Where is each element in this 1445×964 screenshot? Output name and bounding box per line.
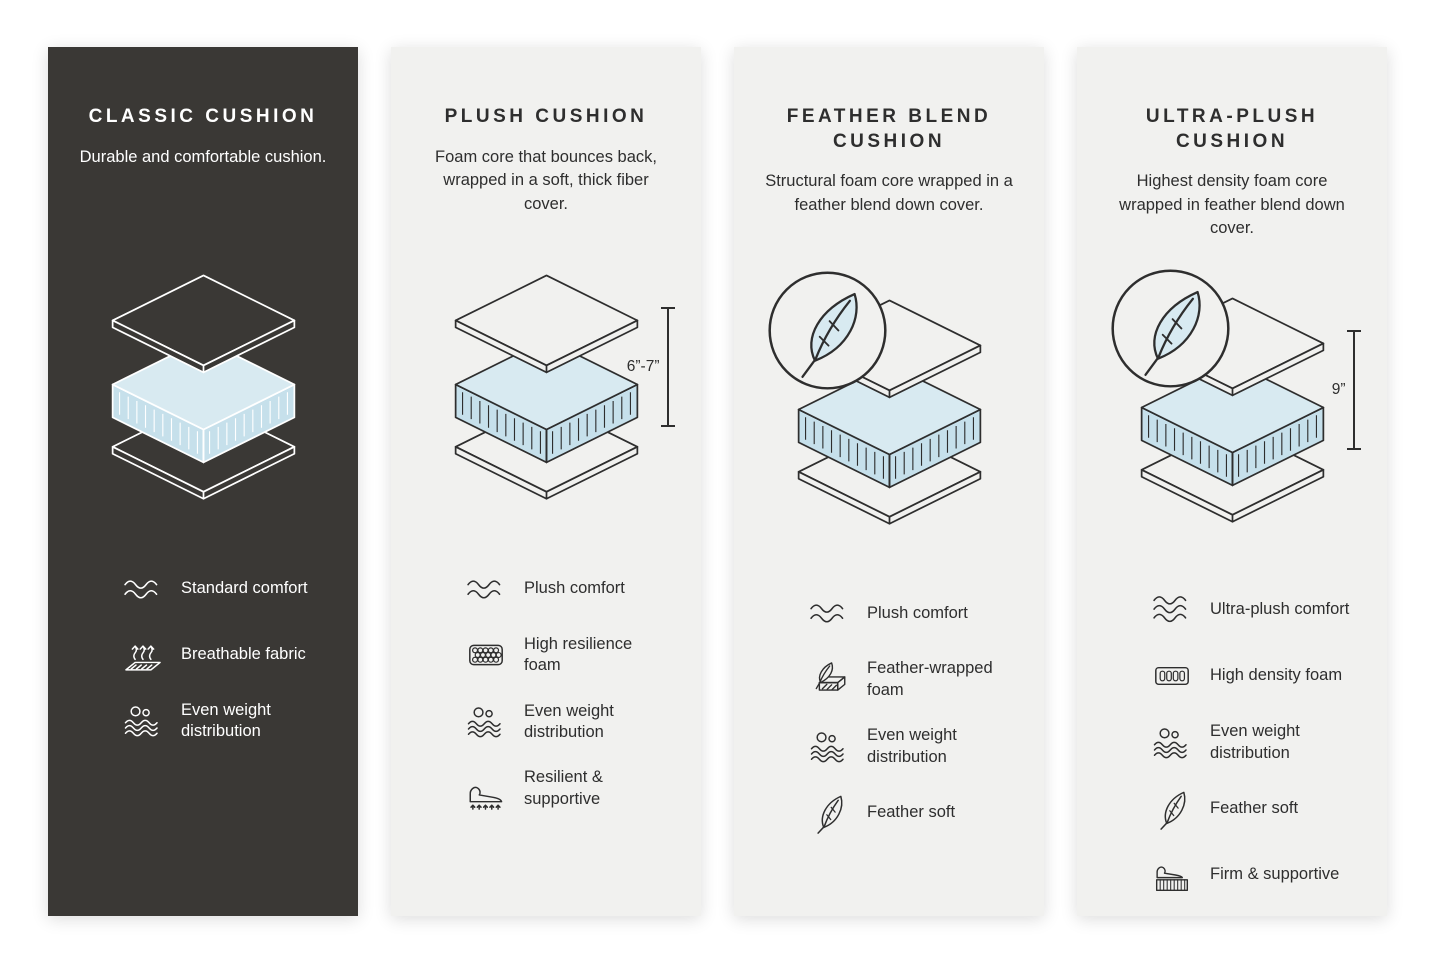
weight-distribution-icon xyxy=(122,700,164,742)
card-title: FEATHER BLEND CUSHION xyxy=(786,106,992,152)
feature-row: Feather-wrapped foam xyxy=(808,658,1016,701)
height-measurement: 9” xyxy=(1331,330,1361,451)
card-description: Foam core that bounces back, wrapped in … xyxy=(435,147,657,213)
comfort-waves-icon xyxy=(808,592,850,634)
firm-supportive-icon xyxy=(1151,854,1193,896)
feature-row: Even weight distribution xyxy=(465,701,673,744)
feature-label: Even weight distribution xyxy=(867,726,957,766)
card-title: CLASSIC CUSHION xyxy=(88,106,318,127)
resilience-foam-cells-icon xyxy=(465,634,507,676)
cushion-illustration: 6”-7” xyxy=(419,240,675,530)
high-density-foam-icon xyxy=(1151,655,1193,697)
feature-row: Feather soft xyxy=(808,792,1016,834)
feather-wrapped-foam-icon xyxy=(808,659,850,701)
feature-label: Feather-wrapped foam xyxy=(867,659,993,699)
card-title: ULTRA-PLUSH CUSHION xyxy=(1145,106,1319,152)
feature-label: Ultra-plush comfort xyxy=(1210,600,1350,619)
feature-label: Firm & supportive xyxy=(1210,865,1340,884)
card-classic-cushion: CLASSIC CUSHION Durable and comfortable … xyxy=(48,47,358,916)
feature-row: Resilient & supportive xyxy=(465,767,673,810)
feature-label: Resilient & supportive xyxy=(524,768,603,808)
comfort-waves-icon xyxy=(465,568,507,610)
feature-label: Breathable fabric xyxy=(181,644,306,663)
feature-row: Firm & supportive xyxy=(1151,854,1359,896)
feather-badge-icon xyxy=(765,268,890,393)
measurement-bracket xyxy=(660,307,675,428)
card-plush-cushion: PLUSH CUSHION Foam core that bounces bac… xyxy=(391,47,701,916)
weight-distribution-icon xyxy=(1151,722,1193,764)
card-description: Highest density foam core wrapped in fea… xyxy=(1119,172,1345,238)
feather-icon xyxy=(1151,788,1193,830)
feature-list: Plush comfort Feather-wrapped foam Even … xyxy=(762,592,1016,834)
comfort-waves-icon xyxy=(122,568,164,610)
card-description: Structural foam core wrapped in a feathe… xyxy=(765,172,1013,214)
feather-badge-icon xyxy=(1108,266,1233,391)
feature-label: Plush comfort xyxy=(867,603,968,622)
feature-row: Standard comfort xyxy=(122,568,330,610)
feature-row: Even weight distribution xyxy=(122,700,330,743)
height-measurement: 6”-7” xyxy=(626,307,675,428)
measurement-label: 6”-7” xyxy=(626,358,660,376)
feature-row: Breathable fabric xyxy=(122,634,330,676)
card-ultra-plush-cushion: ULTRA-PLUSH CUSHION Highest density foam… xyxy=(1077,47,1387,916)
feature-label: Standard comfort xyxy=(181,578,308,597)
feature-label: High density foam xyxy=(1210,666,1343,685)
feature-label: High resilience foam xyxy=(524,634,633,675)
breathable-fabric-icon xyxy=(122,634,164,676)
feature-label: Feather soft xyxy=(867,803,956,822)
weight-distribution-icon xyxy=(465,701,507,743)
feature-label: Plush comfort xyxy=(524,578,625,597)
cushion-illustration xyxy=(762,264,1016,554)
feature-label: Even weight distribution xyxy=(1210,722,1300,762)
comfort-waves-3-icon xyxy=(1151,589,1193,631)
feature-row: High density foam xyxy=(1151,655,1359,697)
card-title: PLUSH CUSHION xyxy=(444,106,648,127)
feature-label: Feather soft xyxy=(1210,799,1299,818)
feature-row: Plush comfort xyxy=(465,568,673,610)
feature-row: Ultra-plush comfort xyxy=(1151,589,1359,631)
feature-row: Plush comfort xyxy=(808,592,1016,634)
measurement-bracket xyxy=(1346,330,1361,451)
resilient-supportive-icon xyxy=(465,768,507,810)
feature-label: Even weight distribution xyxy=(524,701,614,741)
feature-row: High resilience foam xyxy=(465,634,673,677)
card-feather-blend-cushion: FEATHER BLEND CUSHION Structural foam co… xyxy=(734,47,1044,916)
weight-distribution-icon xyxy=(808,726,850,768)
cushion-illustration xyxy=(76,240,330,530)
feature-label: Even weight distribution xyxy=(181,700,271,741)
cushion-illustration: 9” xyxy=(1105,264,1361,551)
feather-icon xyxy=(808,792,850,834)
feature-row: Feather soft xyxy=(1151,788,1359,830)
feature-list: Plush comfort High resilience foam Even … xyxy=(419,568,673,811)
cushion-layers-icon xyxy=(434,265,659,504)
card-description: Durable and comfortable cushion. xyxy=(79,147,327,166)
feature-list: Ultra-plush comfort High density foam Ev… xyxy=(1105,589,1359,896)
measurement-label: 9” xyxy=(1331,381,1346,399)
feature-row: Even weight distribution xyxy=(1151,721,1359,764)
cushion-layers-icon xyxy=(91,265,316,504)
feature-row: Even weight distribution xyxy=(808,725,1016,768)
feature-list: Standard comfort Breathable fabric Even … xyxy=(76,568,330,743)
